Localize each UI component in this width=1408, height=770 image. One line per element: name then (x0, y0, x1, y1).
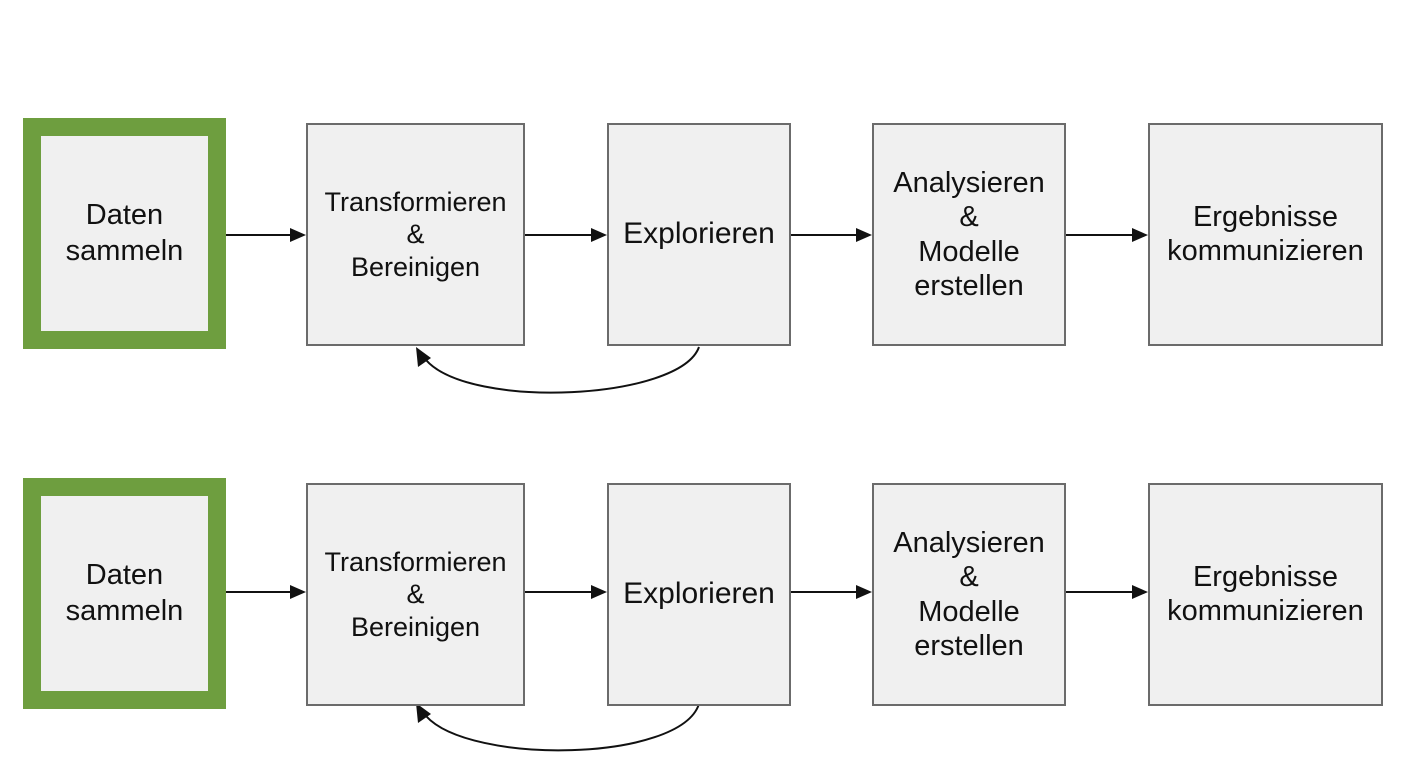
arrowhead-analyze-to-communicate (1132, 228, 1148, 242)
step-label-line: kommunizieren (1167, 234, 1364, 267)
step-label-line: Transformieren (324, 546, 507, 577)
step-transform-clean: Transformieren & Bereinigen (306, 483, 525, 706)
step-label-line: Daten (85, 199, 164, 232)
step-communicate-results-label: Ergebnisse kommunizieren (1167, 561, 1364, 629)
feedback-loop-explore-to-transform (425, 346, 700, 394)
step-analyze-model-label: Analysieren & Modelle erstellen (893, 526, 1045, 663)
arrowhead-transform-to-explore (591, 585, 607, 599)
step-label-line: sammeln (65, 594, 184, 627)
step-analyze-model-label: Analysieren & Modelle erstellen (893, 166, 1045, 303)
step-collect-data-label: Daten sammeln (66, 198, 184, 269)
step-label-line: Analysieren (893, 167, 1045, 200)
step-label-line: & (406, 219, 425, 250)
step-transform-clean-label: Transformieren & Bereinigen (324, 186, 506, 283)
step-analyze-model: Analysieren & Modelle erstellen (872, 483, 1066, 706)
step-explore-label: Explorieren (623, 576, 775, 613)
step-explore-label: Explorieren (623, 216, 775, 253)
step-label-line: Modelle (918, 595, 1020, 628)
arrowhead-feedback-loop (416, 347, 431, 367)
step-label-line: erstellen (914, 269, 1024, 302)
workflow-diagram-top: Daten sammeln Transformieren & Bereinige… (0, 110, 1408, 410)
arrowhead-analyze-to-communicate (1132, 585, 1148, 599)
step-label-line: Explorieren (623, 577, 775, 611)
step-label-line: & (959, 201, 979, 234)
arrowhead-explore-to-analyze (856, 585, 872, 599)
step-label-line: Ergebnisse (1192, 560, 1339, 593)
step-communicate-results: Ergebnisse kommunizieren (1148, 483, 1383, 706)
arrowhead-collect-to-transform (290, 228, 306, 242)
step-label-line: Modelle (918, 235, 1020, 268)
step-label-line: Ergebnisse (1192, 200, 1339, 233)
step-collect-data-label: Daten sammeln (66, 558, 184, 629)
step-explore: Explorieren (607, 483, 791, 706)
step-communicate-results: Ergebnisse kommunizieren (1148, 123, 1383, 346)
step-label-line: Bereinigen (350, 611, 481, 642)
feedback-loop-explore-to-transform (425, 703, 700, 752)
step-transform-clean-label: Transformieren & Bereinigen (324, 546, 506, 643)
step-explore: Explorieren (607, 123, 791, 346)
workflow-diagram-bottom: Daten sammeln Transformieren & Bereinige… (0, 470, 1408, 770)
step-collect-data: Daten sammeln (23, 118, 226, 349)
connectors-top (226, 228, 1148, 394)
step-label-line: Analysieren (893, 527, 1045, 560)
step-label-line: Bereinigen (350, 251, 481, 282)
step-communicate-results-label: Ergebnisse kommunizieren (1167, 201, 1364, 269)
step-label-line: erstellen (914, 629, 1024, 662)
step-label-line: Daten (85, 559, 164, 592)
step-label-line: Explorieren (623, 217, 775, 251)
step-transform-clean: Transformieren & Bereinigen (306, 123, 525, 346)
step-label-line: & (406, 579, 425, 610)
step-collect-data: Daten sammeln (23, 478, 226, 709)
connectors-bottom (226, 585, 1148, 752)
arrowhead-feedback-loop (416, 703, 431, 723)
arrowhead-collect-to-transform (290, 585, 306, 599)
step-label-line: kommunizieren (1167, 594, 1364, 627)
step-label-line: & (959, 561, 979, 594)
step-analyze-model: Analysieren & Modelle erstellen (872, 123, 1066, 346)
step-label-line: Transformieren (324, 186, 507, 217)
arrowhead-explore-to-analyze (856, 228, 872, 242)
step-label-line: sammeln (65, 234, 184, 267)
arrowhead-transform-to-explore (591, 228, 607, 242)
